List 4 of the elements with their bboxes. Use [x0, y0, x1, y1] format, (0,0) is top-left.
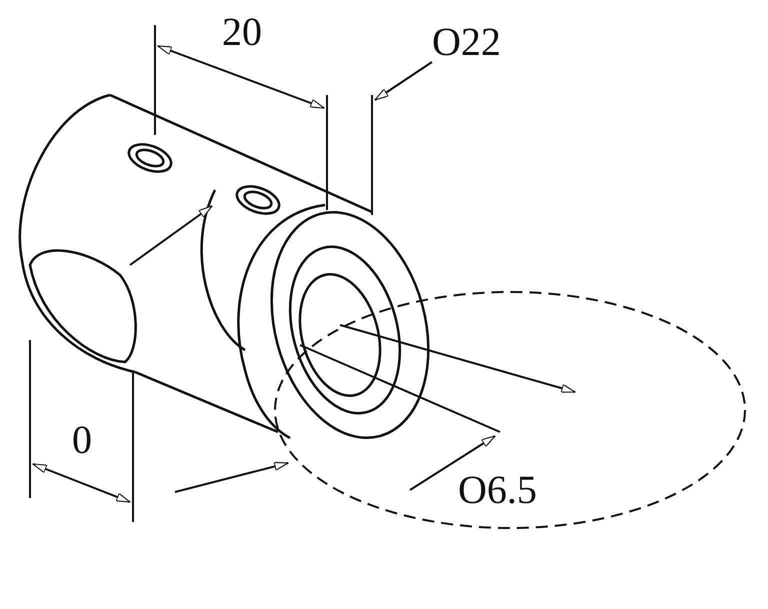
dimension-label: O22 [432, 22, 501, 62]
dimension-label: 0 [72, 420, 92, 460]
dimension-label: 20 [222, 12, 262, 52]
dimension-label: O6.5 [458, 470, 537, 510]
